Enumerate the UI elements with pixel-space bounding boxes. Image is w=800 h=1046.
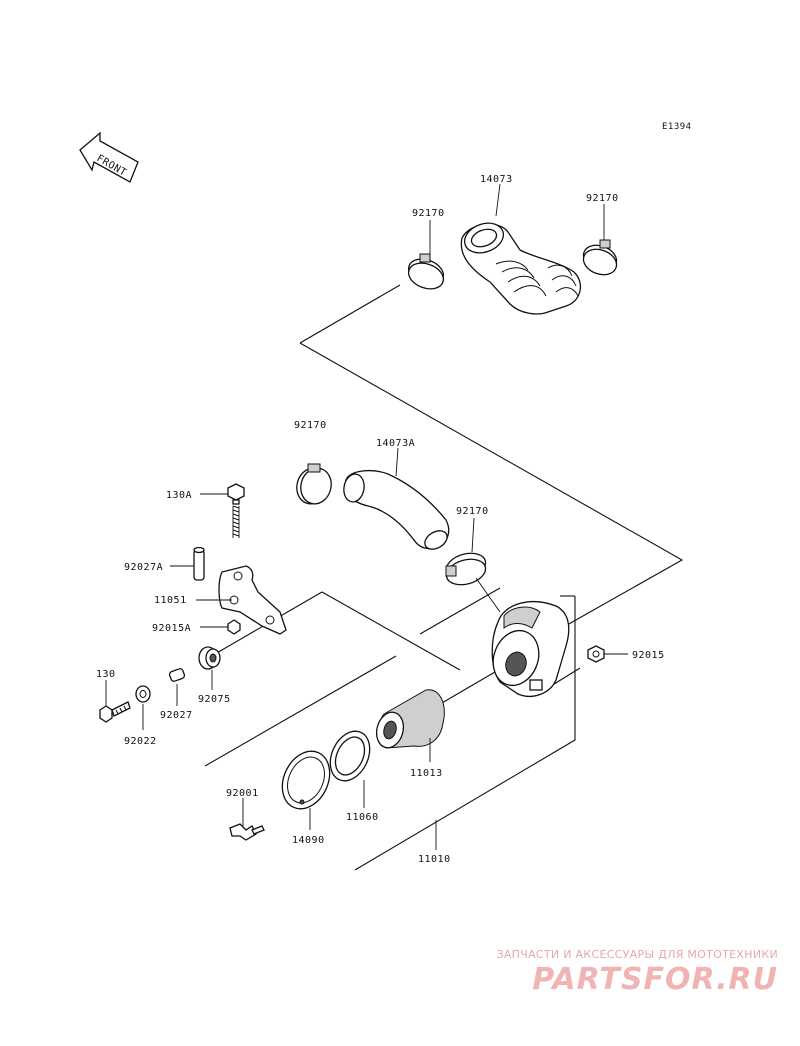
collar-92027A	[193, 546, 205, 581]
label-92170-d: 92170	[456, 506, 489, 517]
label-92075: 92075	[198, 694, 231, 705]
nut-92015A	[227, 619, 241, 635]
label-92170-a: 92170	[412, 208, 445, 219]
label-92022: 92022	[124, 736, 157, 747]
watermark-caption: ЗАПЧАСТИ И АКСЕССУАРЫ ДЛЯ МОТОТЕХНИКИ	[496, 948, 778, 961]
label-14090: 14090	[292, 835, 325, 846]
label-11060: 11060	[346, 812, 379, 823]
label-11051: 11051	[154, 595, 187, 606]
label-14073: 14073	[480, 174, 513, 185]
part-labels: 14073 92170 92170 92170 14073A 92170 130…	[96, 174, 665, 865]
label-92027: 92027	[160, 710, 193, 721]
label-92170-c: 92170	[294, 420, 327, 431]
label-92170-b: 92170	[586, 193, 619, 204]
cover-14090	[281, 750, 331, 810]
front-arrow-icon: FRONT	[79, 131, 139, 183]
label-130A: 130A	[166, 490, 192, 501]
damper-92075	[198, 646, 221, 670]
label-11013: 11013	[410, 768, 443, 779]
label-11010: 11010	[418, 854, 451, 865]
gasket-11060	[329, 730, 371, 782]
wing-bolt-92001	[229, 823, 265, 841]
label-92001: 92001	[226, 788, 259, 799]
collar-92027	[168, 668, 186, 682]
bolt-130	[99, 701, 131, 723]
label-130: 130	[96, 669, 116, 680]
hose-clamp-92170-mid-left	[296, 463, 332, 505]
bolt-130A	[227, 483, 245, 538]
intake-duct-14073	[460, 222, 582, 315]
watermark-logo: PARTSFOR.RU	[532, 962, 778, 997]
label-92015A: 92015A	[152, 623, 191, 634]
intake-elbow-14073A	[343, 469, 450, 550]
label-92015: 92015	[632, 650, 665, 661]
bracket-11051	[218, 565, 287, 635]
label-92027A: 92027A	[124, 562, 163, 573]
assembly-frame	[204, 284, 684, 871]
air-cleaner-housing	[491, 601, 570, 697]
nut-92015	[587, 645, 605, 663]
washer-92022	[135, 685, 151, 703]
filter-element-11013	[375, 689, 445, 749]
figure-code: E1394	[662, 122, 692, 132]
leader-lines	[105, 183, 628, 850]
hose-clamp-92170-mid-right	[445, 552, 487, 586]
hose-clamp-92170-right	[582, 239, 618, 276]
hose-clamp-92170-left	[407, 253, 445, 290]
label-14073A: 14073A	[376, 438, 415, 449]
